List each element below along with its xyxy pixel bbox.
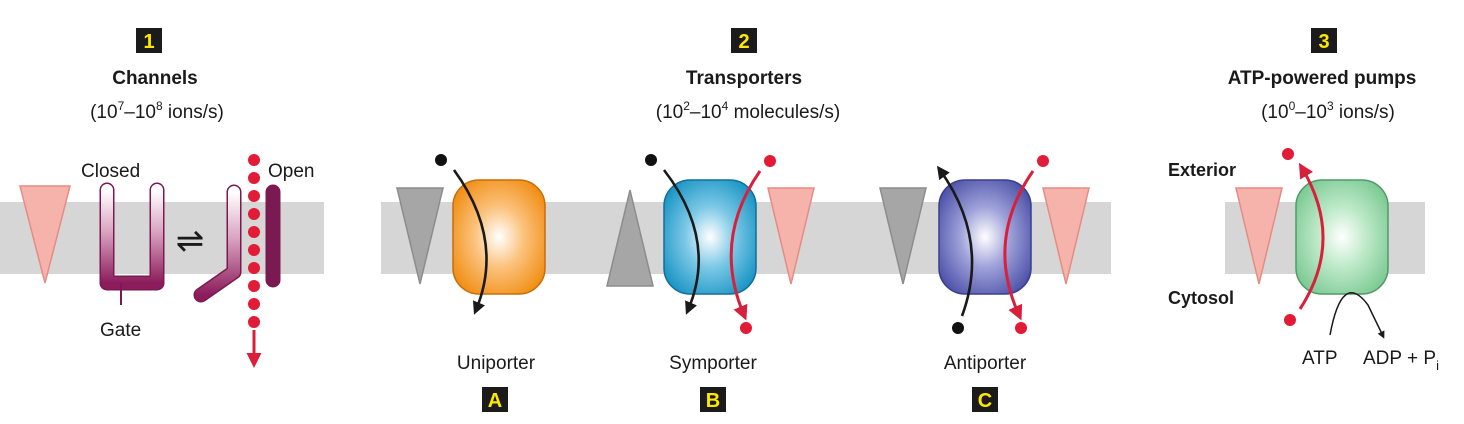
antiporter-gradient-red [1042,187,1090,285]
uniporter-molecule [435,154,447,166]
pump-arrow [1298,162,1325,310]
pump-gradient [1235,187,1283,285]
badge-2-text: 2 [738,31,749,53]
antiporter: Antiporter C [879,155,1090,412]
badge-a [482,387,508,412]
atp-label: ATP [1302,348,1338,369]
adp-label: ADP + Pi [1363,348,1439,373]
uniporter-arrow [452,169,488,315]
symporter-label: Symporter [669,353,757,374]
section-transporters: 2 Transporters (102–104 molecules/s) Uni… [381,28,1111,412]
badge-b [700,387,726,412]
symporter-gradient-red [767,187,815,285]
symporter-ion-end [740,322,752,334]
antiporter-gradient-grey [879,187,927,285]
section-pumps: 3 ATP-powered pumps (100–103 ions/s) Ext… [1168,28,1439,373]
pump-protein [1295,179,1389,295]
badge-2: 2 [731,28,757,53]
pump-ion-end [1282,148,1294,160]
pumps-title: ATP-powered pumps [1228,68,1417,89]
exterior-label: Exterior [1168,160,1236,180]
transporters-title: Transporters [686,68,802,89]
pump-ion-start [1284,314,1296,326]
symporter-protein [663,179,757,295]
badge-a-text: A [488,390,502,412]
badge-3-text: 3 [1318,31,1329,53]
ion-stream [248,154,260,328]
antiporter-ion [1037,155,1049,167]
symporter-ion [764,155,776,167]
badge-3: 3 [1311,28,1337,53]
antiporter-label: Antiporter [944,353,1027,374]
atp-hydrolysis-arrow [1329,292,1385,339]
pumps-rate: (100–103 ions/s) [1261,99,1395,123]
symporter-gradient-grey [606,189,654,287]
badge-b-text: B [706,390,720,412]
channels-title: Channels [112,68,198,89]
badge-1: 1 [136,28,162,53]
badge-1-text: 1 [143,31,154,53]
gate-label: Gate [100,320,141,341]
uniporter-protein [452,179,546,295]
open-channel-left [195,186,240,301]
badge-c [972,387,998,412]
uniporter-label: Uniporter [457,353,536,374]
uniporter: Uniporter A [396,154,546,412]
antiporter-arrow-black [936,165,974,317]
symporter-arrow-black [662,169,700,315]
symporter-molecule [645,154,657,166]
equilibrium-arrows: ⇌ [176,221,205,261]
gradient-triangle [19,185,71,284]
transporters-rate: (102–104 molecules/s) [656,99,840,123]
antiporter-arrow-red [1003,170,1035,321]
cytosol-label: Cytosol [1168,288,1234,308]
open-label: Open [268,161,314,182]
closed-channel [101,184,163,289]
symporter: Symporter B [606,154,815,412]
antiporter-ion-end [1015,322,1027,334]
badge-c-text: C [978,390,992,412]
section-channels: 1 Channels (107–108 ions/s) Closed Gate … [0,28,324,368]
antiporter-molecule [952,322,964,334]
channels-rate: (107–108 ions/s) [90,99,224,123]
symporter-arrow-red [729,170,762,321]
uniporter-gradient [396,187,444,285]
closed-label: Closed [81,161,140,182]
